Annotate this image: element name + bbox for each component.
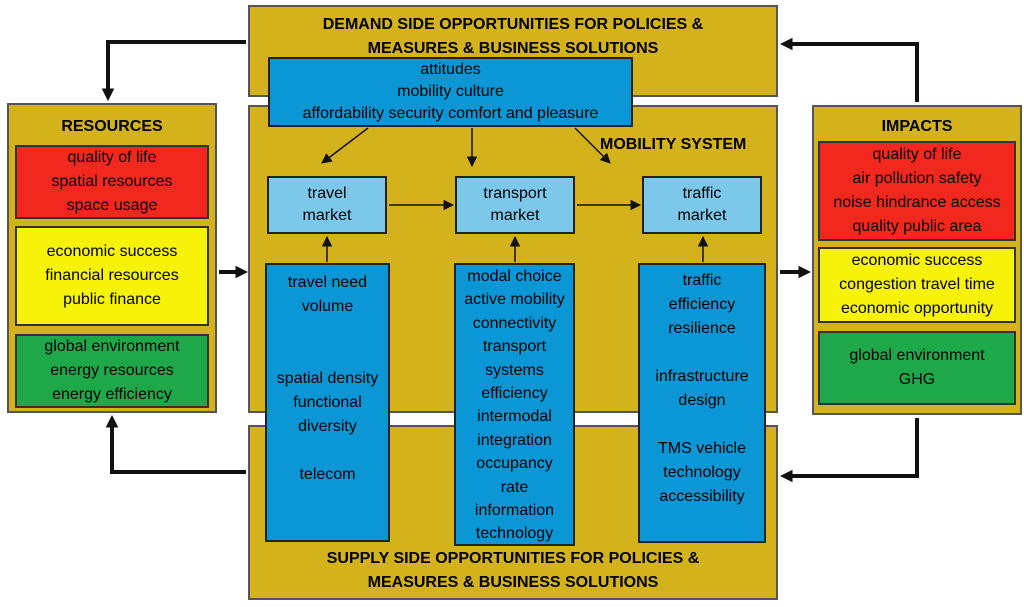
resources-title: RESOURCES xyxy=(61,118,163,135)
resources-red-line-3: space usage xyxy=(66,197,158,214)
supply-side-title: SUPPLY SIDE OPPORTUNITIES FOR POLICIES &… xyxy=(250,547,776,595)
resources-yellow-line-1: economic success xyxy=(46,243,178,260)
impacts-red-line-2: air pollution safety xyxy=(852,170,982,187)
travel-column-box: travel need volume spatial density funct… xyxy=(265,263,390,542)
travel-market-line-1: travel xyxy=(307,185,347,202)
transport-market-box: transport market xyxy=(455,176,575,234)
travel-column-line-5: spatial density xyxy=(276,370,379,387)
resources-red-box: quality of life spatial resources space … xyxy=(15,145,209,219)
resources-yellow-box: economic success financial resources pub… xyxy=(15,226,209,326)
transport-column-line-9: occupancy xyxy=(476,455,553,473)
transport-column-line-6: efficiency xyxy=(481,385,548,403)
travel-column-line-1: travel need xyxy=(287,274,368,291)
resources-green-line-1: global environment xyxy=(44,338,180,355)
traffic-column-line-10: accessibility xyxy=(659,488,745,505)
transport-column-line-12: technology xyxy=(475,525,554,543)
resources-red-line-2: spatial resources xyxy=(51,173,173,190)
impacts-red-line-4: quality public area xyxy=(852,218,982,235)
transport-market-line-2: market xyxy=(490,207,540,224)
arrow-supply-to-resources xyxy=(105,414,246,474)
supply-side-title-line-2: MEASURES & BUSINESS SOLUTIONS xyxy=(367,574,659,591)
demand-side-title-line-2: MEASURES & BUSINESS SOLUTIONS xyxy=(367,40,659,57)
travel-column-line-9: telecom xyxy=(299,466,356,483)
travel-column-line-6: functional xyxy=(293,394,362,411)
traffic-column-line-2: efficiency xyxy=(668,296,736,313)
impacts-green-line-2: GHG xyxy=(898,371,936,388)
impacts-yellow-line-1: economic success xyxy=(851,252,983,269)
transport-column-line-11: information xyxy=(474,502,555,520)
transport-column-line-3: connectivity xyxy=(472,314,557,332)
impacts-yellow-box: economic success congestion travel time … xyxy=(818,247,1016,323)
traffic-column-line-5: infrastructure xyxy=(655,368,749,385)
arrow-demand-to-travel-market xyxy=(321,127,369,164)
resources-yellow-line-3: public finance xyxy=(63,291,161,308)
travel-column-line-7: diversity xyxy=(298,418,357,435)
travel-column-line-2: volume xyxy=(301,298,354,315)
traffic-market-line-2: market xyxy=(677,207,727,224)
impacts-yellow-line-3: economic opportunity xyxy=(840,300,994,317)
resources-green-line-3: energy efficiency xyxy=(52,386,172,403)
impacts-red-line-1: quality of life xyxy=(872,146,962,163)
impacts-yellow-line-2: congestion travel time xyxy=(839,276,995,293)
transport-column-line-1: modal choice xyxy=(467,268,562,285)
mobility-system-title: MOBILITY SYSTEM xyxy=(600,136,747,153)
impacts-green-box: global environment GHG xyxy=(818,331,1016,405)
transport-column-line-5: systems xyxy=(485,361,544,379)
transport-column-line-10: rate xyxy=(500,478,529,496)
resources-red-line-1: quality of life xyxy=(67,149,157,166)
demand-attitudes-line-2: mobility culture xyxy=(397,83,504,100)
transport-column-line-8: integration xyxy=(477,431,552,449)
resources-green-box: global environment energy resources ener… xyxy=(15,334,209,408)
arrow-demand-to-traffic-market xyxy=(574,127,611,164)
impacts-red-line-3: noise hindrance access xyxy=(833,194,1001,211)
arrow-impacts-to-demand xyxy=(779,37,919,102)
demand-attitudes-line-3: affordability security comfort and pleas… xyxy=(302,105,599,122)
arrow-demand-to-resources xyxy=(101,40,246,102)
arrow-impacts-to-supply xyxy=(779,418,919,483)
demand-side-title: DEMAND SIDE OPPORTUNITIES FOR POLICIES &… xyxy=(250,13,776,61)
traffic-column-line-3: resilience xyxy=(668,320,736,337)
traffic-column-line-1: traffic xyxy=(682,272,722,289)
supply-side-title-line-1: SUPPLY SIDE OPPORTUNITIES FOR POLICIES & xyxy=(326,550,700,567)
demand-attitudes-box: attitudes mobility culture affordability… xyxy=(268,57,633,127)
transport-column-box: modal choice active mobility connectivit… xyxy=(454,263,575,546)
transport-column-line-4: transport xyxy=(482,338,547,356)
impacts-panel: IMPACTS quality of life air pollution sa… xyxy=(812,105,1022,415)
impacts-green-line-1: global environment xyxy=(849,347,985,364)
traffic-column-line-8: TMS vehicle xyxy=(657,440,747,457)
traffic-column-line-9: technology xyxy=(663,464,741,481)
resources-green-line-2: energy resources xyxy=(50,362,174,379)
travel-market-line-2: market xyxy=(302,207,352,224)
traffic-market-box: traffic market xyxy=(642,176,762,234)
demand-side-title-line-1: DEMAND SIDE OPPORTUNITIES FOR POLICIES & xyxy=(322,16,704,33)
transport-column-line-7: intermodal xyxy=(477,408,552,426)
demand-attitudes-line-1: attitudes xyxy=(420,61,481,78)
resources-yellow-line-2: financial resources xyxy=(45,267,179,284)
impacts-title: IMPACTS xyxy=(881,118,953,135)
transport-column-line-2: active mobility xyxy=(464,291,565,309)
traffic-market-line-1: traffic xyxy=(682,185,722,202)
impacts-red-box: quality of life air pollution safety noi… xyxy=(818,141,1016,241)
traffic-column-line-6: design xyxy=(678,392,726,409)
transport-market-line-1: transport xyxy=(483,185,547,202)
resources-panel: RESOURCES quality of life spatial resour… xyxy=(7,103,217,413)
travel-market-box: travel market xyxy=(267,176,387,234)
traffic-column-box: traffic efficiency resilience infrastruc… xyxy=(638,263,766,543)
